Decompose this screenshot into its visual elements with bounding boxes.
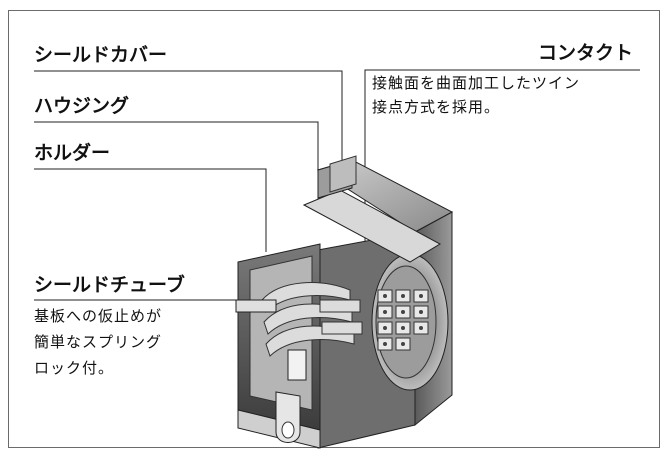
label-shield-tube: シールドチューブ xyxy=(34,274,185,296)
shield-tube-description-line-1: 基板への仮止めが xyxy=(34,307,163,325)
label-housing: ハウジング xyxy=(34,95,130,117)
shield-tube-description-line-2: 簡単なスプリング xyxy=(34,333,163,351)
label-shield-cover: シールドカバー xyxy=(34,44,168,66)
shield-tube-description-line-3: ロック付。 xyxy=(34,359,115,377)
diagram-frame xyxy=(8,10,660,448)
label-holder: ホルダー xyxy=(34,142,111,164)
contact-springs xyxy=(261,282,363,357)
contact-description-line-2: 接点方式を採用。 xyxy=(372,98,501,116)
label-contact: コンタクト xyxy=(538,42,634,64)
contact-description-line-1: 接触面を曲面加工したツイン xyxy=(372,74,581,92)
